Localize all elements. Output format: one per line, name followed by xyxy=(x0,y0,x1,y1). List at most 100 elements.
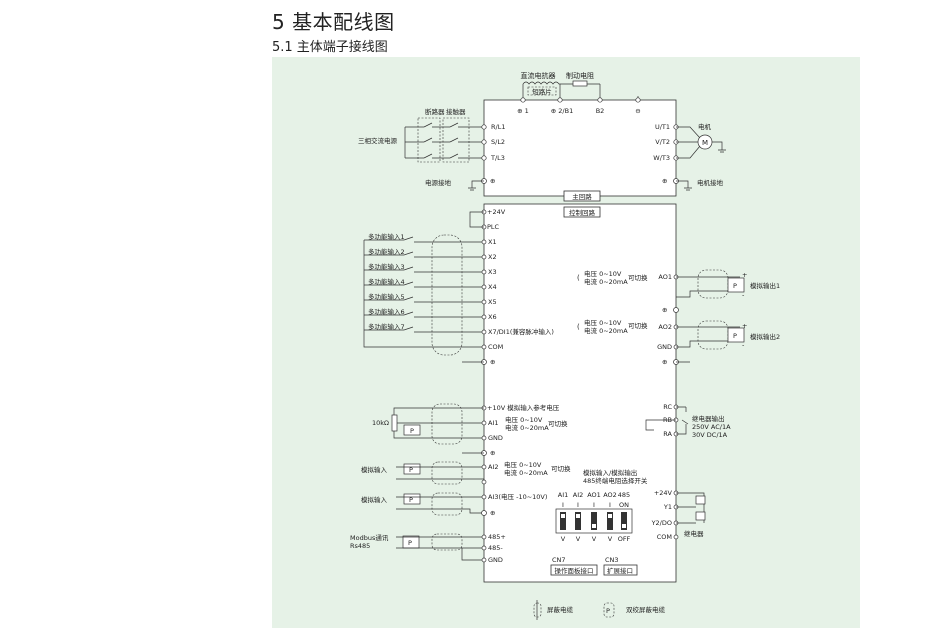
brake-resistor-symbol xyxy=(572,80,588,87)
svg-text:AI1: AI1 xyxy=(558,491,569,499)
terminal-sl2: S/L2 xyxy=(491,138,505,146)
cn7-label: CN7 xyxy=(552,556,566,564)
potentiometer xyxy=(391,414,398,432)
ground-symbol-ctrl-1: ⊕ xyxy=(490,358,495,366)
cn3-port xyxy=(603,564,638,576)
svg-text:X6: X6 xyxy=(488,313,497,321)
terminal-minus: ⊖ xyxy=(635,107,640,115)
terminal-ao1: AO1 xyxy=(658,273,672,281)
short-plate-box xyxy=(527,86,557,96)
analog-input-label-1: 模拟输入 xyxy=(361,465,388,474)
multifunction-inputs: 多功能输入1 多功能输入2 多功能输入3 多功能输入4 多功能输入5 多功能输入… xyxy=(368,232,554,336)
svg-text:30V DC/1A: 30V DC/1A xyxy=(692,431,728,439)
svg-text:X5: X5 xyxy=(488,298,497,306)
svg-text:X2: X2 xyxy=(488,253,497,261)
terminal-p2b1: ⊕ 2/B1 xyxy=(551,107,573,115)
terminal-ai3: AI3(电压 -10~10V) xyxy=(488,492,547,501)
terminal-24v-right: +24V xyxy=(654,489,673,497)
rs485-label: Rs485 xyxy=(350,542,370,550)
analog-output-1-label: 模拟输出1 xyxy=(750,281,780,290)
terminal-wt3: W/T3 xyxy=(653,154,670,162)
power-ground-label: 电源接地 xyxy=(425,178,452,187)
cn3-label: CN3 xyxy=(605,556,619,564)
terminal-ut1: U/T1 xyxy=(655,123,670,131)
main-circuit-box xyxy=(483,99,677,197)
svg-text:-: - xyxy=(742,291,745,299)
terminal-vt2: V/T2 xyxy=(655,138,670,146)
dip-title: 模拟输入/模拟输出 xyxy=(583,468,637,477)
svg-text:多功能输入4: 多功能输入4 xyxy=(368,277,405,286)
terminal-y1: Y1 xyxy=(663,503,672,511)
svg-text:V: V xyxy=(561,535,566,543)
ao1-switchable: 可切换 xyxy=(628,273,648,282)
svg-text:操作面板接口: 操作面板接口 xyxy=(555,566,594,575)
dip-switch-block: AI1 AI2 AO1 AO2 485 I I I I ON V V V V O… xyxy=(555,491,633,543)
svg-text:X4: X4 xyxy=(488,283,497,291)
terminal-p1: ⊕ 1 xyxy=(517,107,529,115)
twisted-pair-ai1 xyxy=(403,424,421,436)
terminal-485minus: 485- xyxy=(488,544,503,552)
control-circuit-tag xyxy=(563,206,601,218)
svg-text:电压 0~10V: 电压 0~10V xyxy=(584,269,622,278)
svg-text:电流 0~20mA: 电流 0~20mA xyxy=(505,423,549,432)
terminal-plc: PLC xyxy=(487,223,500,231)
terminal-rc: RC xyxy=(663,403,672,411)
ground-symbol-left: ⊕ xyxy=(490,177,495,185)
ground-symbol-right-2: ⊕ xyxy=(662,358,667,366)
modbus-label: Modbus通讯 xyxy=(350,533,389,542)
svg-text:电压 0~10V: 电压 0~10V xyxy=(505,415,543,424)
terminal-ra: RA xyxy=(663,430,672,438)
terminal-485plus: 485+ xyxy=(488,533,506,541)
svg-text:P: P xyxy=(409,496,413,504)
motor-label: 电机 xyxy=(698,122,712,131)
ao1-bracket: ( xyxy=(577,274,580,282)
svg-text:V: V xyxy=(576,535,581,543)
ground-symbol-right: ⊕ xyxy=(662,177,667,185)
svg-text:+: + xyxy=(742,322,747,330)
ao2-switchable: 可切换 xyxy=(628,321,648,330)
svg-text:AI2: AI2 xyxy=(573,491,584,499)
terminal-gnd-ai1: GND xyxy=(488,434,503,442)
page-title: 5 基本配线图 xyxy=(272,10,395,34)
analog-output-2-label: 模拟输出2 xyxy=(750,332,780,341)
ao2-bracket: ( xyxy=(577,323,580,331)
cn7-port xyxy=(550,564,598,576)
terminal-y2do: Y2/DO xyxy=(651,519,672,527)
terminal-rl1: R/L1 xyxy=(491,123,505,131)
svg-text:电流 0~20mA: 电流 0~20mA xyxy=(504,468,548,477)
svg-text:V: V xyxy=(608,535,613,543)
terminal-ai1: AI1 xyxy=(488,419,499,427)
relay-label: 继电器 xyxy=(684,529,704,538)
svg-text:AO2: AO2 xyxy=(603,491,617,499)
svg-text:P: P xyxy=(409,466,413,474)
terminal-b2: B2 xyxy=(596,107,605,115)
section-title: 5.1 主体端子接线图 xyxy=(272,40,388,55)
ground-symbol-ctrl-3: ⊕ xyxy=(490,509,495,517)
svg-text:扩展接口: 扩展接口 xyxy=(607,566,633,575)
svg-text:X3: X3 xyxy=(488,268,497,276)
terminal-24v-top: +24V xyxy=(487,208,506,216)
terminal-10v: +10V 模拟输入参考电压 xyxy=(487,403,560,412)
svg-text:P: P xyxy=(733,332,737,340)
terminal-com-left: COM xyxy=(488,343,503,351)
svg-text:多功能输入6: 多功能输入6 xyxy=(368,307,405,316)
svg-text:电压 0~10V: 电压 0~10V xyxy=(504,460,542,469)
svg-text:+: + xyxy=(742,271,747,279)
legend-twisted: 双绞屏蔽电缆 xyxy=(626,605,666,614)
svg-text:多功能输入7: 多功能输入7 xyxy=(368,322,405,331)
svg-text:ON: ON xyxy=(619,501,629,509)
ai2-switchable: 可切换 xyxy=(551,464,571,473)
analog-input-label-2: 模拟输入 xyxy=(361,495,388,504)
svg-text:P: P xyxy=(606,607,610,615)
brake-resistor-label: 制动电阻 xyxy=(566,71,594,80)
main-circuit-label: 主回路 xyxy=(572,192,592,201)
svg-text:多功能输入1: 多功能输入1 xyxy=(368,232,405,241)
terminal-tl3: T/L3 xyxy=(490,154,505,162)
legend: 屏蔽电缆 P 双绞屏蔽电缆 xyxy=(533,600,666,620)
svg-text:多功能输入3: 多功能输入3 xyxy=(368,262,405,271)
svg-text:OFF: OFF xyxy=(618,535,631,543)
main-circuit-tag xyxy=(563,190,601,202)
svg-text:V: V xyxy=(592,535,597,543)
breaker-label: 断路器 xyxy=(425,107,445,116)
